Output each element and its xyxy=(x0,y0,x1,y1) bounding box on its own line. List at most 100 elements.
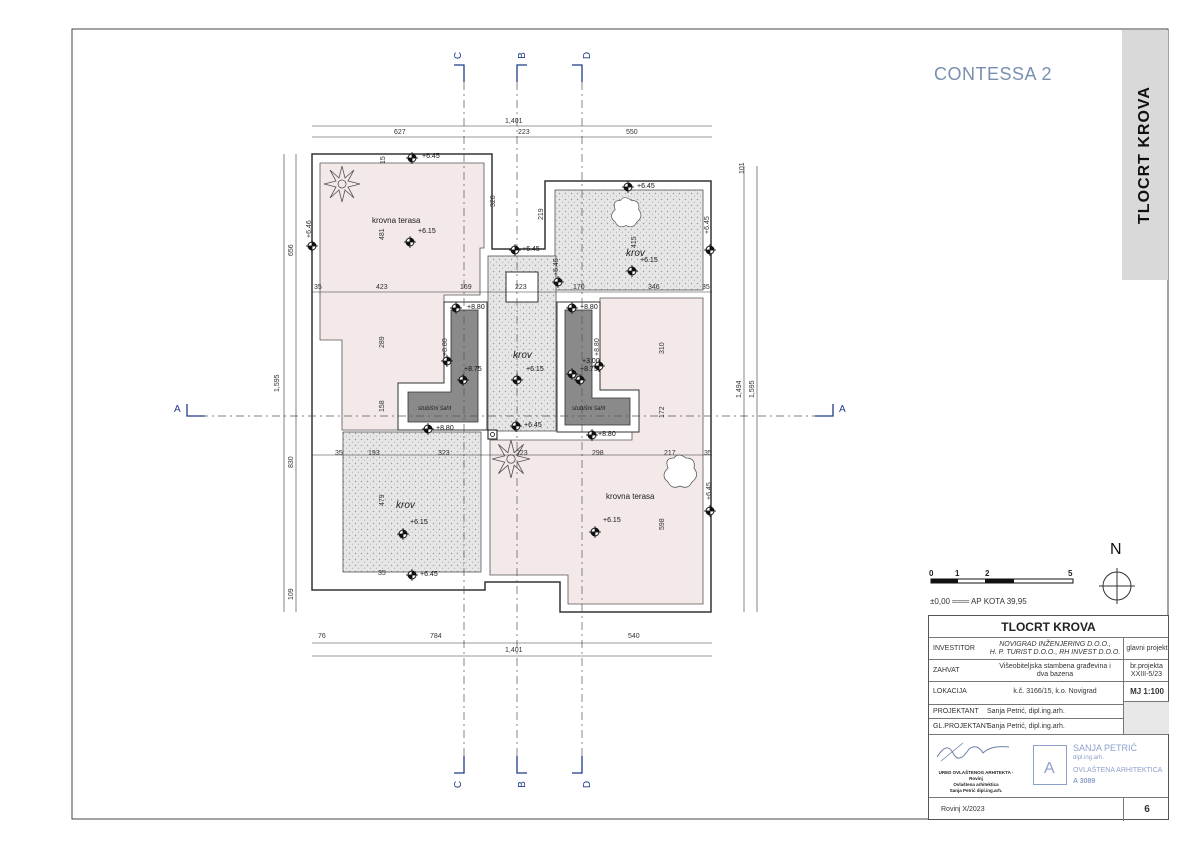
investitor-value-2: H. P. TURIST D.O.O., RH INVEST D.O.O. xyxy=(989,649,1121,656)
lokacija-value: k.č. 3166/15, k.o. Novigrad xyxy=(1013,688,1097,695)
page-frame xyxy=(71,28,1169,820)
row-gl-projektant: GL.PROJEKTANT Sanja Petrić, dipl.ing.arh… xyxy=(929,718,1123,734)
title-block: TLOCRT KROVA INVESTITOR NOVIGRAD INŽENJE… xyxy=(928,615,1170,821)
label-stair-shaft-left: stubišni šaht xyxy=(418,406,452,412)
row-zahvat: ZAHVAT Višeobiteljska stambena građevina… xyxy=(929,659,1169,682)
level-8-75-b: +8.75 xyxy=(580,366,598,373)
section-label-a-left: A xyxy=(174,404,181,415)
level-6-15-d: +6.15 xyxy=(410,519,428,526)
row-lokacija: LOKACIJA k.č. 3166/15, k.o. Novigrad MJ … xyxy=(929,681,1170,702)
level-legend: ±0,00 ═══ AP KOTA 39,95 xyxy=(930,597,1027,606)
dim-top-2: 223 xyxy=(518,129,530,136)
project-number-label: br.projekta xyxy=(1130,663,1163,670)
level-6-45-a: +6.45 xyxy=(422,153,440,160)
project-type: glavni projekt xyxy=(1123,638,1170,660)
dim-row2-323: 323 xyxy=(438,450,450,457)
level-8-80-e: +8.80 xyxy=(436,425,454,432)
stair-shaft-left xyxy=(407,309,479,423)
chamber-logo-glyph: A xyxy=(1044,760,1055,777)
level-6-45-f: +6.45 xyxy=(524,422,542,429)
north-label: N xyxy=(1110,541,1122,558)
skylight xyxy=(505,271,539,303)
dim-row1-170: 170 xyxy=(573,284,585,291)
level-8-80-b: +8.80 xyxy=(580,304,598,311)
investitor-value-1: NOVIGRAD INŽENJERING D.O.O., xyxy=(999,641,1111,648)
section-label-a-right: A xyxy=(839,404,846,415)
place-date: Rovinj X/2023 xyxy=(941,806,985,813)
dim-row2-298: 298 xyxy=(592,450,604,457)
level-6-15-c: +6.15 xyxy=(526,366,544,373)
label-krov-sw: krov xyxy=(396,500,415,511)
dim-35-bottom: 35 xyxy=(378,570,386,577)
office-stamp: URED OVLAŠTENOG ARHITEKTA - Rovinj Ovlaš… xyxy=(933,770,1019,794)
level-8-80-a: +8.80 xyxy=(467,304,485,311)
signature xyxy=(936,742,1010,762)
dim-row1-223: 223 xyxy=(515,284,527,291)
gl-projektant-value: Sanja Petrić, dipl.ing.arh. xyxy=(987,723,1065,730)
scale-tick-5: 5 xyxy=(1068,569,1073,578)
stamp-chamber: OVLAŠTENA ARHITEKTICA xyxy=(1073,767,1163,774)
sheet-title-strip: TLOCRT KROVA xyxy=(1122,30,1168,280)
project-name: CONTESSA 2 xyxy=(934,64,1053,84)
scale-tick-0: 0 xyxy=(929,569,934,578)
row-footer: Rovinj X/2023 6 xyxy=(929,797,1170,821)
level-6-15-e: +6.15 xyxy=(603,517,621,524)
dim-bottom-total: 1,401 xyxy=(505,647,523,654)
title-block-heading: TLOCRT KROVA xyxy=(1001,620,1096,634)
gl-projektant-label: GL.PROJEKTANT xyxy=(933,723,991,730)
scale-tick-1: 1 xyxy=(955,569,960,578)
label-krov-ne: krov xyxy=(626,248,645,259)
level-8-75-a: +8.75 xyxy=(464,366,482,373)
stamp-number: A 3089 xyxy=(1073,778,1096,785)
dim-row2-223: 223 xyxy=(516,450,528,457)
dim-row1-35: 35 xyxy=(314,284,322,291)
scale-tick-2: 2 xyxy=(985,569,990,578)
dim-top-total: 1,401 xyxy=(505,118,523,125)
project-number: br.projekta XXIII-5/23 xyxy=(1123,660,1169,682)
dim-top-3: 550 xyxy=(626,129,638,136)
dimension-lines xyxy=(283,125,758,657)
chamber-logo: A xyxy=(1033,745,1067,785)
level-6-45-c: +6.45 xyxy=(522,246,540,253)
zahvat-value-2: dva bazena xyxy=(1036,671,1074,678)
label-krovna-terasa-south: krovna terasa xyxy=(606,492,655,501)
stair-shaft-right xyxy=(564,309,631,426)
stamp-name: SANJA PETRIĆ xyxy=(1073,743,1138,753)
sheet-number: 6 xyxy=(1123,798,1170,821)
dim-row1-423: 423 xyxy=(376,284,388,291)
section-markers xyxy=(186,64,834,774)
dim-row1-346: 346 xyxy=(648,284,660,291)
dim-row1-35b: 35 xyxy=(702,284,710,291)
office-line-2: Ovlaštena arhitektica xyxy=(953,782,999,787)
dim-bottom-3: 540 xyxy=(628,633,640,640)
blank-cell xyxy=(1123,701,1169,734)
lokacija-label: LOKACIJA xyxy=(933,688,967,695)
sheet-title-vertical: TLOCRT KROVA xyxy=(1136,86,1153,224)
project-number-value: XXIII-5/23 xyxy=(1130,671,1163,678)
north-arrow xyxy=(1099,568,1135,604)
dim-bottom-2: 784 xyxy=(430,633,442,640)
projektant-label: PROJEKTANT xyxy=(933,708,979,715)
dim-top-1: 627 xyxy=(394,129,406,136)
dim-row1-169: 169 xyxy=(460,284,472,291)
level-6-15-a: +6.15 xyxy=(418,228,436,235)
level-8-80-f: +8.80 xyxy=(598,431,616,438)
level-6-15-b: +6.15 xyxy=(640,257,658,264)
level-3-00: +3.00 xyxy=(582,358,600,365)
row-stamp: URED OVLAŠTENOG ARHITEKTA - Rovinj Ovlaš… xyxy=(929,734,1168,797)
row-projektant: PROJEKTANT Sanja Petrić, dipl.ing.arh. xyxy=(929,704,1168,718)
dim-row2-35b: 35 xyxy=(704,450,712,457)
label-stair-shaft-right: stubišni šaht xyxy=(572,406,606,412)
investitor-label: INVESTITOR xyxy=(933,645,975,652)
zahvat-value-1: Višeobiteljska stambena građevina i xyxy=(999,663,1111,670)
drawing-scale: MJ 1:100 xyxy=(1123,682,1170,702)
level-6-45-g: +6.45 xyxy=(420,571,438,578)
scale-bar xyxy=(930,578,1074,584)
label-krov-center: krov xyxy=(513,350,532,361)
dim-bottom-1: 76 xyxy=(318,633,326,640)
dim-row2-193: 193 xyxy=(368,450,380,457)
level-6-45-b: +6.45 xyxy=(637,183,655,190)
